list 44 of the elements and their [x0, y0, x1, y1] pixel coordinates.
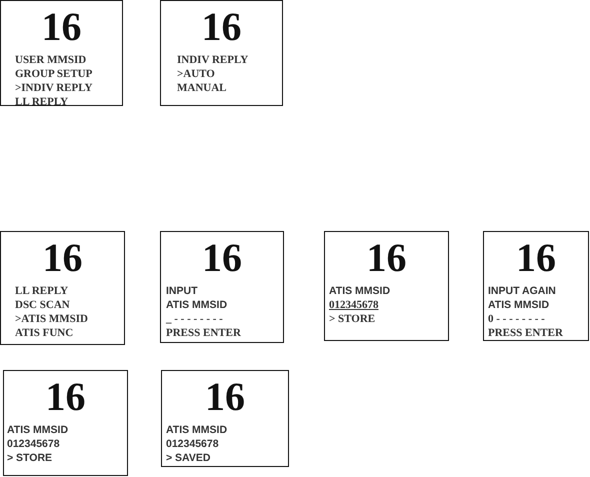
channel-number: 16	[202, 238, 242, 278]
menu-line: GROUP SETUP	[15, 67, 92, 81]
channel-number: 16	[366, 238, 406, 278]
menu-line: ATIS MMSID	[329, 284, 390, 298]
display-screen	[160, 0, 283, 106]
menu-line: 012345678	[166, 437, 219, 451]
channel-number: 16	[202, 7, 242, 47]
channel-number: 16	[205, 377, 245, 417]
menu-line: >AUTO	[177, 67, 215, 81]
menu-line: DSC SCAN	[15, 298, 70, 312]
menu-line: >ATIS MMSID	[15, 312, 88, 326]
display-screen	[0, 0, 123, 106]
display-screen	[3, 370, 128, 476]
channel-number: 16	[42, 238, 82, 278]
menu-line: INPUT AGAIN	[488, 284, 556, 298]
menu-line: PRESS ENTER	[166, 326, 241, 340]
menu-line: ATIS MMSID	[166, 298, 228, 312]
menu-line: INDIV REPLY	[177, 53, 248, 67]
menu-line: ATIS MMSID	[7, 423, 68, 437]
display-screen	[161, 370, 289, 467]
display-screen	[0, 231, 125, 345]
display-screen	[160, 231, 284, 343]
menu-line: LL REPLY	[15, 284, 68, 298]
menu-line: >INDIV REPLY	[15, 81, 92, 95]
menu-line: USER MMSID	[15, 53, 86, 67]
menu-line: > STORE	[7, 451, 52, 465]
menu-line: 012345678	[7, 437, 60, 451]
menu-line: _ - - - - - - - -	[166, 312, 223, 326]
menu-line: ATIS MMSID	[166, 423, 228, 437]
display-screen	[483, 231, 589, 341]
channel-number: 16	[516, 238, 556, 278]
menu-line: ATIS MMSID	[488, 298, 550, 312]
channel-number: 16	[42, 7, 82, 47]
display-screen	[324, 231, 449, 341]
menu-line: > SAVED	[166, 451, 210, 465]
menu-line: INPUT	[166, 284, 198, 298]
menu-line: MANUAL	[177, 81, 226, 95]
menu-line: LL REPLY	[15, 95, 68, 109]
menu-line: > STORE	[329, 312, 376, 326]
menu-line: PRESS ENTER	[488, 326, 563, 340]
menu-line: 012345678	[329, 298, 378, 312]
menu-line: 0 - - - - - - - -	[488, 312, 545, 326]
menu-line: ATIS FUNC	[15, 326, 74, 340]
channel-number: 16	[46, 377, 86, 417]
